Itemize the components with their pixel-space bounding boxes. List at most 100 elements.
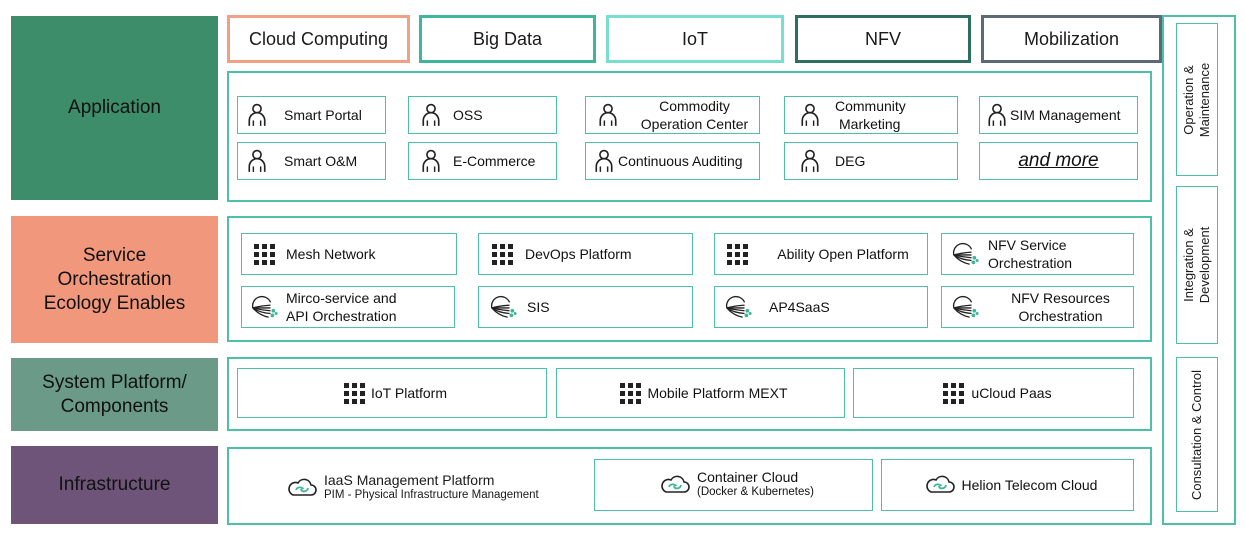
service-item-label: SIS (527, 299, 550, 315)
platform-item-ucloud-paas[interactable]: uCloud Paas (853, 368, 1134, 418)
grid-icon (613, 382, 647, 404)
service-item-ap4saas[interactable]: AP4SaaS (714, 286, 928, 328)
tab-label: Cloud Computing (248, 28, 389, 49)
app-item-label: Smart Portal (284, 107, 362, 123)
application-frame (227, 71, 1152, 202)
cloud-icon (918, 473, 962, 497)
app-item-smart-om[interactable]: Smart O&M (237, 142, 386, 180)
app-item-label: Smart O&M (284, 153, 358, 169)
service-item-label: NFV Service Orchestration (988, 236, 1133, 272)
app-item-label: Continuous Auditing (618, 153, 743, 169)
user-icon (785, 103, 835, 127)
user-icon (238, 149, 276, 173)
side-label-line1: Operation & (1181, 64, 1196, 135)
layer-service-line3: Ecology Enables (43, 292, 186, 314)
user-icon (785, 149, 835, 173)
app-item-deg[interactable]: DEG (784, 142, 958, 180)
layer-application-label: Application (68, 97, 161, 118)
service-item-sis[interactable]: SIS (478, 286, 693, 328)
app-item-label-line2: Marketing (839, 116, 901, 132)
infra-item-label: Helion Telecom Cloud (961, 477, 1098, 493)
infra-item-text: IaaS Management Platform PIM - Physical … (324, 473, 539, 503)
tab-label: NFV (865, 28, 901, 49)
side-label-line2: Maintenance (1197, 62, 1212, 137)
app-item-community-marketing[interactable]: Community Marketing (784, 96, 958, 134)
service-item-label: AP4SaaS (769, 299, 830, 315)
app-item-label: DEG (835, 153, 866, 169)
app-item-label: SIM Management (1010, 107, 1121, 123)
service-item-label-line2: Orchestration (988, 255, 1073, 271)
grid-icon (715, 243, 759, 265)
side-consultation-control[interactable]: Consultation & Control (1176, 357, 1218, 512)
app-item-and-more[interactable]: and more (979, 142, 1138, 180)
and-more-link: and more (1018, 150, 1099, 171)
orchestration-icon (242, 294, 286, 320)
infra-item-helion-telecom-cloud[interactable]: Helion Telecom Cloud (881, 459, 1134, 511)
platform-item-iot-platform[interactable]: IoT Platform (237, 368, 547, 418)
service-item-microservice-api-orchestration[interactable]: Mirco-service and API Orchestration (241, 286, 455, 328)
side-operation-maintenance[interactable]: Operation & Maintenance (1176, 23, 1218, 176)
side-integration-development[interactable]: Integration & Development (1176, 186, 1218, 344)
service-item-label-line2: API Orchestration (286, 308, 397, 324)
layer-infrastructure: Infrastructure (11, 446, 218, 524)
tab-label: IoT (681, 28, 708, 49)
service-item-nfv-resources-orchestration[interactable]: NFV Resources Orchestration (941, 286, 1134, 328)
side-label-line1: Integration & (1181, 228, 1196, 302)
orchestration-icon (942, 294, 988, 320)
grid-icon (935, 382, 971, 404)
tab-mobilization[interactable]: Mobilization (981, 15, 1162, 63)
app-item-oss[interactable]: OSS (408, 96, 557, 134)
layer-service-line1: Service (82, 244, 147, 266)
app-item-e-commerce[interactable]: E-Commerce (408, 142, 557, 180)
orchestration-icon (479, 294, 527, 320)
layer-service-orchestration-label: Service Orchestration Ecology Enables (44, 244, 186, 316)
tab-cloud-computing[interactable]: Cloud Computing (227, 15, 410, 63)
layer-service-orchestration: Service Orchestration Ecology Enables (11, 216, 218, 343)
user-icon (586, 103, 630, 127)
layer-platform-line2: Components (60, 395, 169, 417)
app-item-sim-management[interactable]: SIM Management (979, 96, 1138, 134)
user-icon (980, 103, 1014, 127)
tab-nfv[interactable]: NFV (795, 15, 971, 63)
app-item-label: OSS (453, 107, 483, 123)
service-item-label: Ability Open Platform (777, 246, 909, 262)
service-item-label-line1: NFV Resources (1011, 290, 1110, 306)
user-icon (586, 149, 622, 173)
app-item-commodity-operation-center[interactable]: Commodity Operation Center (585, 96, 760, 134)
infra-item-container-cloud[interactable]: Container Cloud (Docker & Kubernetes) (594, 459, 873, 511)
service-item-nfv-service-orchestration[interactable]: NFV Service Orchestration (941, 233, 1134, 275)
service-item-label: Mirco-service and API Orchestration (286, 289, 454, 325)
platform-item-label: IoT Platform (371, 385, 447, 401)
app-item-label: E-Commerce (453, 153, 536, 169)
tab-big-data[interactable]: Big Data (419, 15, 596, 63)
app-item-label-line1: Commodity (659, 98, 730, 114)
infra-item-iaas-management-platform[interactable]: IaaS Management Platform PIM - Physical … (280, 470, 580, 506)
side-label-line1: Consultation & Control (1189, 369, 1204, 500)
service-item-label: Mesh Network (286, 246, 376, 262)
platform-item-label: uCloud Paas (971, 385, 1052, 401)
grid-icon (479, 243, 525, 265)
service-item-devops-platform[interactable]: DevOps Platform (478, 233, 693, 275)
layer-platform-line1: System Platform/ (42, 371, 187, 393)
app-item-label: Community Marketing (835, 97, 957, 133)
service-item-label-line1: Mirco-service and (286, 290, 397, 306)
infra-item-label: Container Cloud (697, 469, 799, 485)
service-item-label-line1: NFV Service (988, 237, 1067, 253)
grid-icon (337, 382, 371, 404)
service-item-label: NFV Resources Orchestration (988, 289, 1133, 325)
app-item-smart-portal[interactable]: Smart Portal (237, 96, 386, 134)
app-item-continuous-auditing[interactable]: Continuous Auditing (585, 142, 760, 180)
side-label: Operation & Maintenance (1181, 62, 1213, 136)
orchestration-icon (942, 241, 988, 267)
orchestration-icon (715, 294, 761, 320)
user-icon (238, 103, 276, 127)
layer-system-platform-label: System Platform/ Components (42, 371, 187, 419)
tab-label: Mobilization (1023, 28, 1120, 49)
platform-item-mobile-platform-mext[interactable]: Mobile Platform MEXT (556, 368, 845, 418)
user-icon (409, 149, 453, 173)
service-item-label: DevOps Platform (525, 246, 632, 262)
tab-iot[interactable]: IoT (606, 15, 784, 63)
platform-item-label: Mobile Platform MEXT (647, 385, 788, 401)
service-item-mesh-network[interactable]: Mesh Network (241, 233, 457, 275)
service-item-ability-open-platform[interactable]: Ability Open Platform (714, 233, 928, 275)
